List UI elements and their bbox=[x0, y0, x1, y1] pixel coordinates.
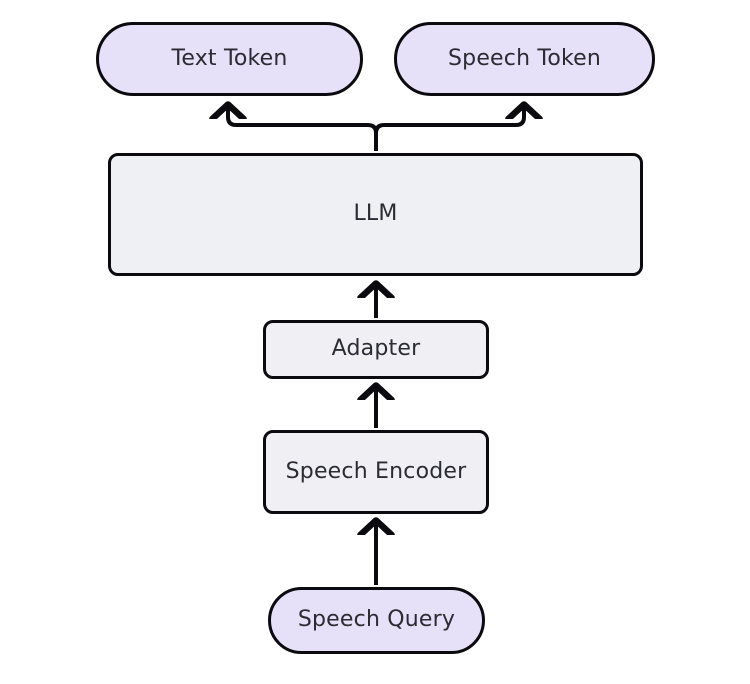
node-llm[interactable]: LLM bbox=[108, 153, 643, 276]
node-speech-encoder[interactable]: Speech Encoder bbox=[263, 430, 489, 514]
node-speech-encoder-label: Speech Encoder bbox=[285, 458, 467, 484]
node-text-token[interactable]: Text Token bbox=[96, 22, 363, 96]
node-speech-token[interactable]: Speech Token bbox=[394, 22, 655, 96]
node-text-token-label: Text Token bbox=[171, 45, 288, 71]
edge-llm-to-text-token bbox=[228, 106, 378, 134]
edge-llm-to-speech-token bbox=[374, 106, 524, 134]
node-speech-query-label: Speech Query bbox=[297, 607, 456, 633]
node-speech-query[interactable]: Speech Query bbox=[268, 587, 485, 654]
node-speech-token-label: Speech Token bbox=[447, 45, 602, 71]
node-adapter[interactable]: Adapter bbox=[263, 320, 489, 379]
node-adapter-label: Adapter bbox=[331, 336, 421, 362]
node-llm-label: LLM bbox=[353, 201, 398, 227]
